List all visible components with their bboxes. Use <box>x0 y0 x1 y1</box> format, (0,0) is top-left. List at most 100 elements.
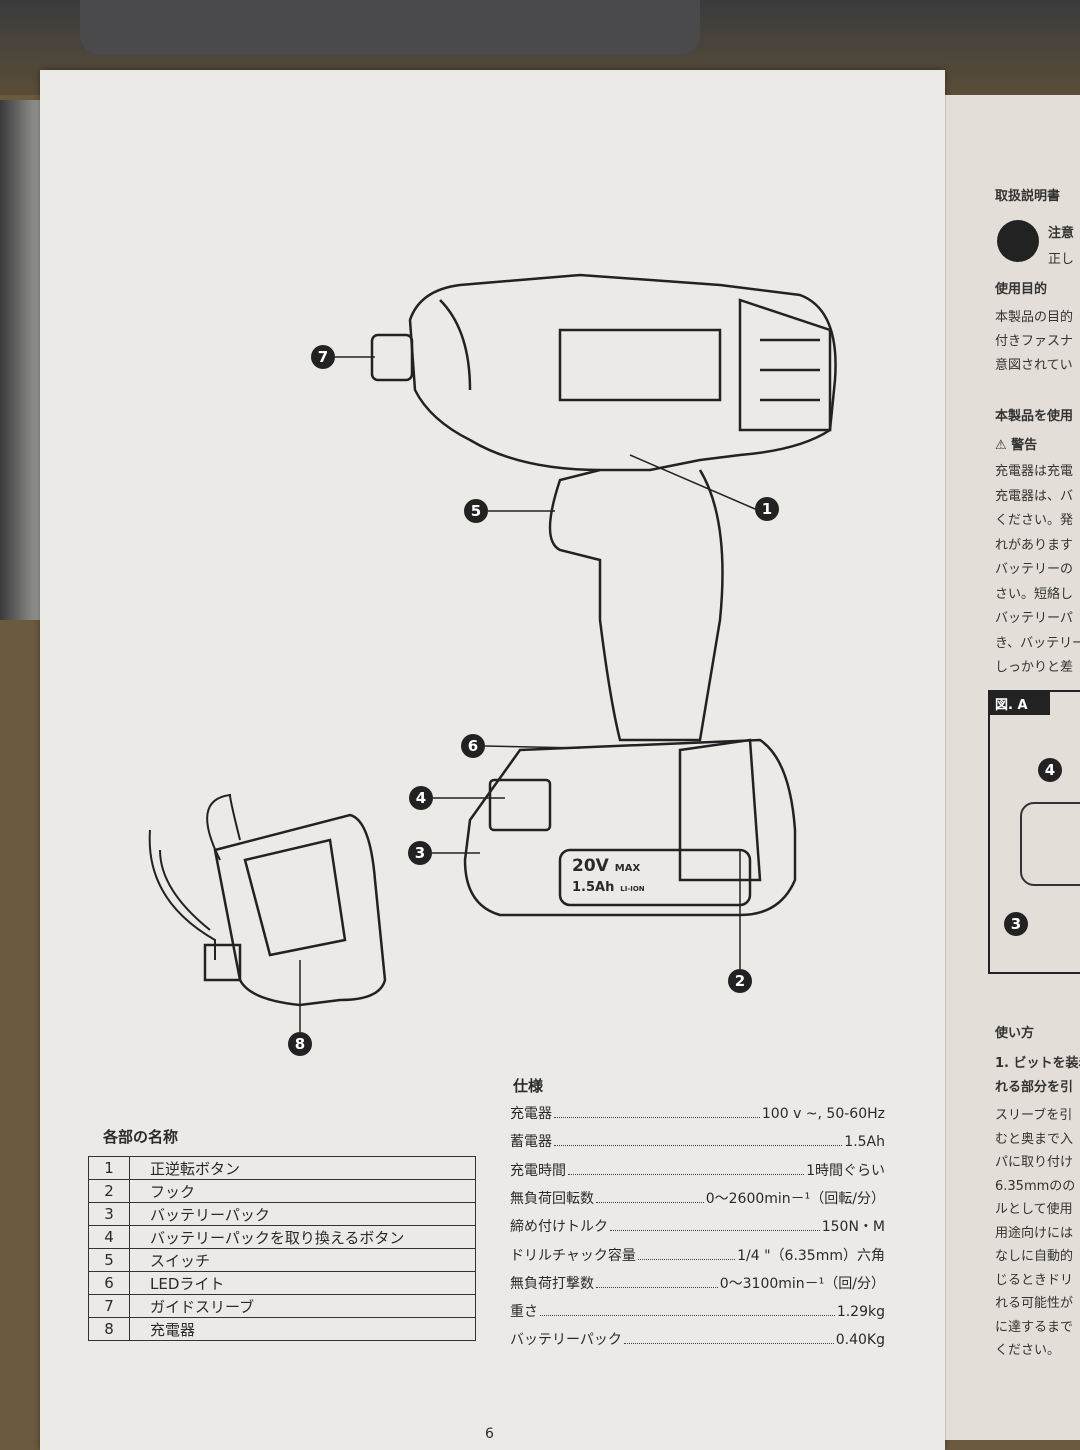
step1-body-line: じるときドリ <box>995 1272 1074 1288</box>
callout-4: 4 <box>409 786 433 810</box>
step1-lines-line: 1. ビットを装着 <box>995 1056 1080 1071</box>
figure-a: 図. A 4 3 <box>988 690 1080 974</box>
leader-dots <box>596 1286 718 1288</box>
howto-title: 使い方 <box>995 1026 1035 1041</box>
figure-callout-4: 4 <box>1038 758 1062 782</box>
part-number: 1 <box>88 1156 130 1180</box>
part-name: 正逆転ボタン <box>129 1156 476 1180</box>
step1-body-line: に達するまで <box>995 1319 1074 1335</box>
spec-label: 無負荷打撃数 <box>510 1275 594 1292</box>
figure-battery-drawing <box>1020 802 1080 886</box>
spec-label: 充電時間 <box>510 1162 566 1179</box>
leader-dots <box>637 1258 736 1260</box>
warning-lines-line: さい。短絡し <box>995 586 1074 602</box>
spec-row: 無負荷打撃数 0〜3100min－¹（回/分） <box>510 1273 885 1293</box>
spec-value: 100 v ~, 50-60Hz <box>761 1106 885 1122</box>
warning-lines-line: ください。発 <box>995 513 1074 528</box>
spec-label: 締め付けトルク <box>510 1219 608 1236</box>
read-manual-icon <box>997 220 1039 262</box>
battery-max: MAX <box>614 863 641 874</box>
callout-1: 1 <box>755 497 779 521</box>
step1-body-line: スリーブを引 <box>995 1108 1073 1123</box>
part-name: LEDライト <box>129 1271 476 1295</box>
warning-title: ⚠ 警告 <box>995 438 1038 453</box>
callout-5: 5 <box>464 499 488 523</box>
spec-value: 1.29kg <box>836 1304 885 1321</box>
caution-text: 正し <box>1048 252 1075 267</box>
spec-label: 無負荷回転数 <box>510 1190 594 1207</box>
spec-row: 重さ 1.29kg <box>510 1301 885 1321</box>
purpose-lines-line: 本製品の目的 <box>995 310 1074 325</box>
part-number: 6 <box>88 1271 130 1295</box>
step1-body-line: ルとして使用 <box>995 1202 1073 1217</box>
page-number: 6 <box>485 1426 494 1442</box>
warning-lines-line: れがあります <box>995 537 1074 553</box>
spec-row: 充電時間 1時間ぐらい <box>510 1160 885 1180</box>
step1-body-line: ください。 <box>995 1343 1061 1358</box>
right-header: 取扱説明書 <box>995 189 1061 204</box>
impact-driver-diagram <box>148 273 837 1032</box>
parts-title: 各部の名称 <box>103 1128 179 1146</box>
part-number: 8 <box>88 1317 130 1341</box>
spec-label: 充電器 <box>510 1106 552 1122</box>
purpose-lines-line: 付きファスナ <box>995 334 1074 349</box>
warning-lines-line: しっかりと差 <box>995 660 1074 675</box>
purpose-title: 使用目的 <box>995 282 1048 297</box>
spec-value: 1/4 "（6.35mm）六角 <box>737 1247 885 1264</box>
step1-body-line: むと奥まで入 <box>995 1131 1074 1147</box>
callout-6: 6 <box>461 734 485 758</box>
part-name: 充電器 <box>129 1317 476 1341</box>
background-object <box>0 100 40 620</box>
spec-value: 1.5Ah <box>844 1134 885 1151</box>
battery-type: LI-ION <box>620 885 645 893</box>
spec-row: 無負荷回転数 0〜2600min－¹（回転/分） <box>510 1188 885 1208</box>
tool-case <box>80 0 700 55</box>
spec-label: 重さ <box>510 1304 538 1321</box>
spec-value: 1時間ぐらい <box>806 1162 885 1179</box>
use-title: 本製品を使用 <box>995 409 1074 424</box>
spec-value: 0〜2600min－¹（回転/分） <box>705 1190 885 1207</box>
battery-capacity: 1.5Ah <box>572 880 615 895</box>
leader-dots <box>610 1230 820 1232</box>
callout-7: 7 <box>311 345 335 369</box>
part-number: 4 <box>88 1225 130 1249</box>
figure-label: 図. A <box>990 692 1050 715</box>
part-number: 3 <box>88 1202 130 1226</box>
spec-label: 蓄電器 <box>510 1134 552 1151</box>
step1-body-line: 6.35mmのの <box>995 1178 1076 1194</box>
step1-body-line: なしに自動的 <box>995 1249 1074 1264</box>
warning-lines-line: き、バッテリー <box>995 635 1080 651</box>
purpose-lines-line: 意図されてい <box>995 358 1073 373</box>
part-name: スイッチ <box>129 1248 476 1272</box>
part-number: 2 <box>88 1179 130 1203</box>
spec-value: 0〜3100min－¹（回/分） <box>719 1275 885 1292</box>
part-name: バッテリーパック <box>129 1202 476 1226</box>
battery-label: 20V MAX 1.5Ah LI-ION <box>572 856 645 896</box>
leader-dots <box>554 1117 760 1118</box>
impact-driver-drawing <box>370 273 837 917</box>
part-name: ガイドスリーブ <box>129 1294 476 1318</box>
callout-3: 3 <box>408 841 432 865</box>
leader-dots <box>568 1173 805 1175</box>
battery-voltage: 20V <box>572 856 609 876</box>
spec-label: バッテリーパック <box>510 1332 622 1349</box>
callout-8: 8 <box>288 1032 312 1056</box>
spec-row: 充電器 100 v ~, 50-60Hz <box>510 1103 885 1123</box>
leader-dots <box>540 1315 835 1317</box>
leader-dots <box>554 1145 843 1147</box>
spec-value: 0.40Kg <box>835 1332 885 1349</box>
part-name: フック <box>129 1179 476 1203</box>
step1-body-line: 用途向けには <box>995 1225 1074 1241</box>
spec-row: バッテリーパック 0.40Kg <box>510 1329 885 1349</box>
